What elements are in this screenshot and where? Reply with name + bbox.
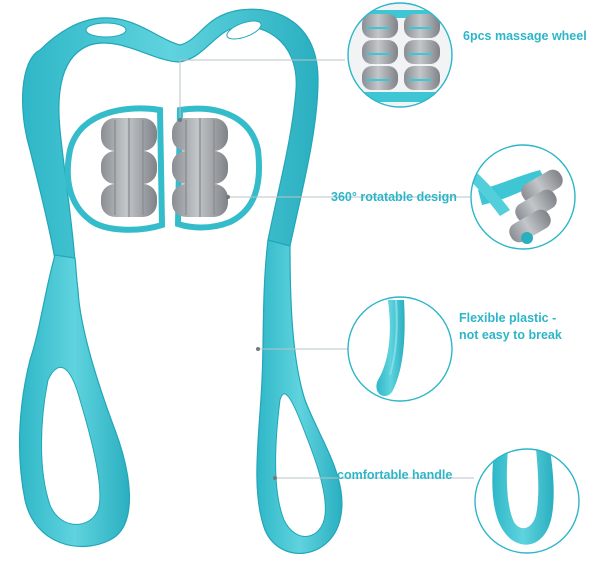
- callout-flexible-line2: not easy to break: [459, 328, 562, 342]
- left-handle-slot: [41, 366, 101, 525]
- neck-massager-image: [18, 8, 343, 554]
- callout-flexible-line1: Flexible plastic -: [459, 311, 557, 325]
- roller-frame-left: [64, 105, 166, 233]
- eye-hole-left: [85, 22, 127, 38]
- roller-stack-left: [101, 118, 157, 217]
- right-handle-slot: [275, 393, 326, 537]
- flexible-arm-closeup: [347, 296, 453, 402]
- handle-closeup: [474, 448, 580, 554]
- callout-massage-wheel-label: 6pcs massage wheel: [463, 29, 587, 43]
- roller-frame-right: [174, 105, 263, 231]
- rotating-roller-closeup: [470, 144, 576, 250]
- callout-rotatable-label: 360° rotatable design: [331, 190, 457, 204]
- top-yoke: [22, 8, 319, 263]
- massage-wheel-closeup: [347, 2, 453, 108]
- leader-lines: [179, 59, 474, 479]
- callout-flexible-label: Flexible plastic - not easy to break: [459, 310, 562, 344]
- leader-dots: [178, 118, 277, 480]
- eye-hole-right: [226, 20, 262, 40]
- roller-stack-right: [172, 118, 228, 217]
- callout-handle-label: comfortable handle: [337, 468, 453, 482]
